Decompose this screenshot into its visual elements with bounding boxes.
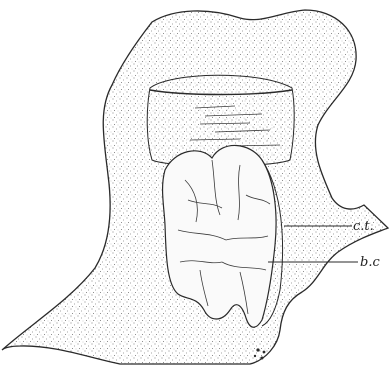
label-ct: c.t. — [353, 219, 374, 234]
label-bc: b.c — [360, 255, 380, 270]
